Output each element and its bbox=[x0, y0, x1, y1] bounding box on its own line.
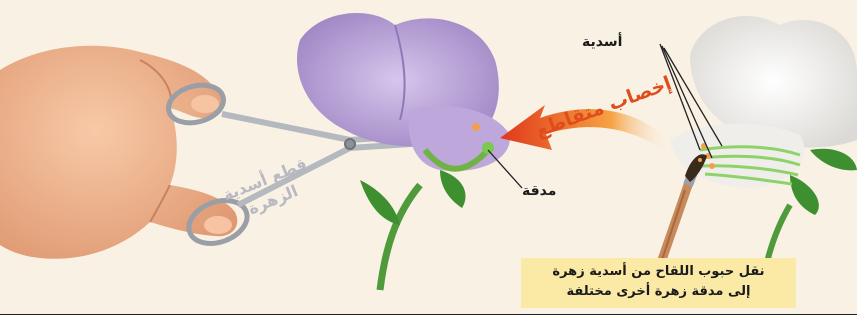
pistil-label: مدقة bbox=[522, 183, 556, 199]
caption-line-2: إلى مدقة زهرة أخرى مختلفة bbox=[521, 282, 796, 302]
stamens-label: أسدية bbox=[582, 34, 622, 50]
caption-box: نقل حبوب اللقاح من أسدية زهرة إلى مدقة ز… bbox=[521, 258, 796, 308]
caption-line-1: نقل حبوب اللقاح من أسدية زهرة bbox=[521, 262, 796, 282]
bottom-rule bbox=[0, 314, 857, 315]
pistil-tip bbox=[482, 142, 494, 154]
